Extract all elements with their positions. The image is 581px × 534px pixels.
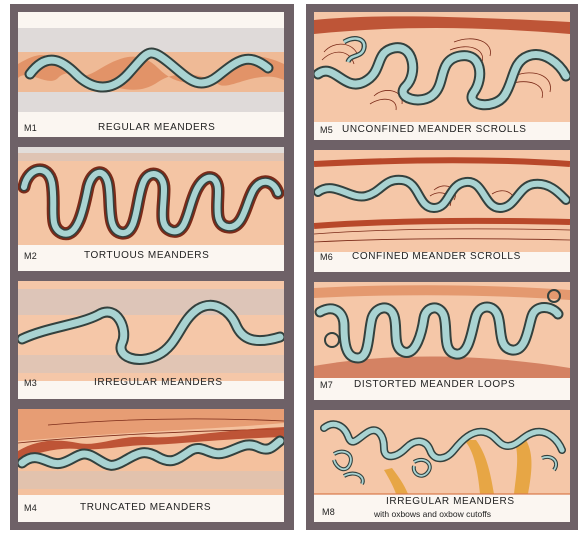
left-column: M1 REGULAR MEANDERS M2 TORTUOUS MEANDERS: [10, 4, 294, 530]
panel-m7: M7 DISTORTED MEANDER LOOPS: [314, 282, 570, 400]
m5-illustration: [314, 12, 570, 140]
panel-subcaption: with oxbows and oxbow cutoffs: [374, 509, 491, 519]
panel-m6: M6 CONFINED MEANDER SCROLLS: [314, 150, 570, 272]
panel-m1: M1 REGULAR MEANDERS: [18, 12, 284, 137]
panel-code: M3: [24, 378, 37, 388]
panel-code: M4: [24, 503, 37, 513]
right-column: M5 UNCONFINED MEANDER SCROLLS M6 CONFINE…: [306, 4, 578, 530]
panel-caption: REGULAR MEANDERS: [98, 122, 215, 133]
panel-m8: M8 IRREGULAR MEANDERS with oxbows and ox…: [314, 410, 570, 522]
panel-m3: M3 IRREGULAR MEANDERS: [18, 281, 284, 399]
m1-illustration: [18, 12, 284, 137]
panel-code: M2: [24, 251, 37, 261]
panel-m2: M2 TORTUOUS MEANDERS: [18, 147, 284, 271]
panel-caption: IRREGULAR MEANDERS: [386, 496, 515, 507]
panel-code: M1: [24, 123, 37, 133]
panel-caption: UNCONFINED MEANDER SCROLLS: [342, 124, 527, 135]
panel-m5: M5 UNCONFINED MEANDER SCROLLS: [314, 12, 570, 140]
panel-code: M8: [322, 507, 335, 517]
panel-caption: DISTORTED MEANDER LOOPS: [354, 379, 515, 390]
panel-code: M7: [320, 380, 333, 390]
panel-code: M6: [320, 252, 333, 262]
panel-caption: TORTUOUS MEANDERS: [84, 250, 209, 261]
panel-caption: TRUNCATED MEANDERS: [80, 502, 211, 513]
panel-m4: M4 TRUNCATED MEANDERS: [18, 409, 284, 522]
panel-caption: CONFINED MEANDER SCROLLS: [352, 251, 521, 262]
panel-caption: IRREGULAR MEANDERS: [94, 377, 223, 388]
panel-code: M5: [320, 125, 333, 135]
